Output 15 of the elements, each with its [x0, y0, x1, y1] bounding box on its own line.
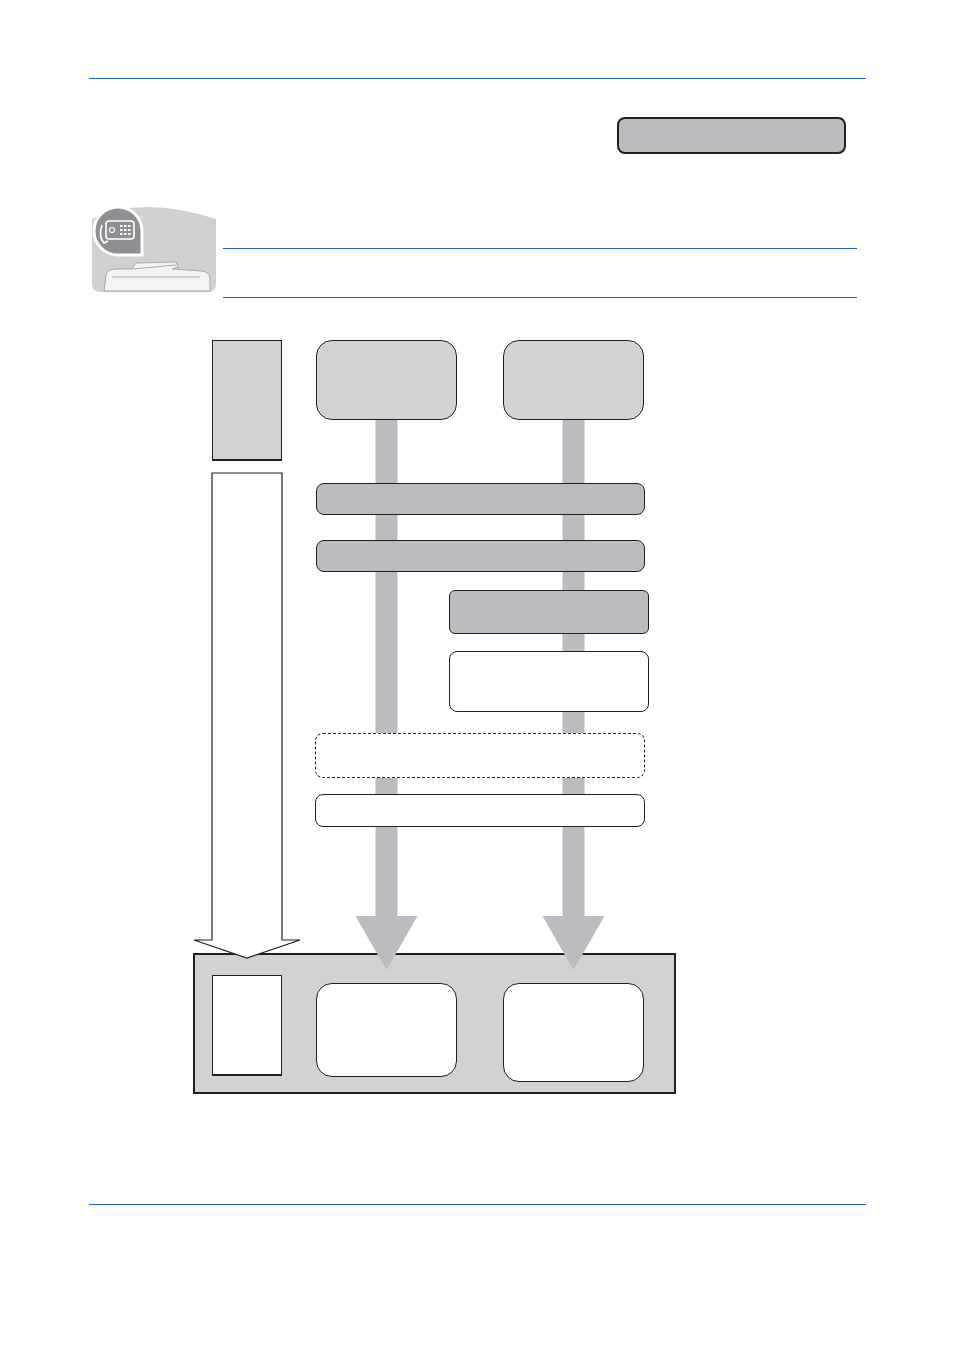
process-bar	[315, 794, 645, 827]
start-box	[503, 340, 644, 420]
process-box	[449, 590, 649, 634]
process-bar	[316, 540, 645, 572]
column-header-box	[212, 340, 282, 461]
block-arrow	[193, 472, 301, 959]
result-box	[212, 975, 282, 1076]
result-panel	[193, 953, 676, 1094]
dashed-box	[315, 733, 645, 778]
process-bar	[316, 483, 645, 515]
result-box	[503, 983, 644, 1082]
process-box	[449, 651, 649, 712]
result-box	[316, 983, 457, 1077]
start-box	[316, 340, 457, 420]
rounded-bar	[617, 117, 846, 154]
